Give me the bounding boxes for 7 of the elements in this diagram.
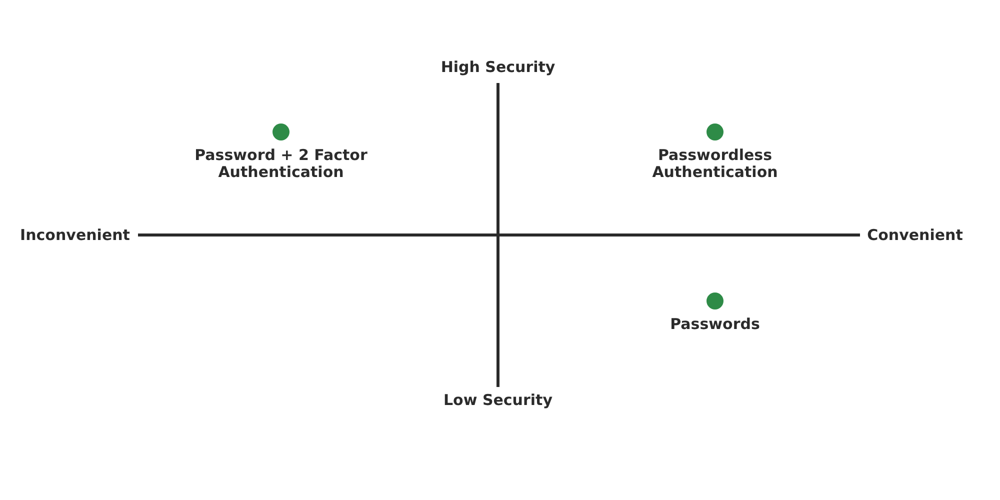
point-label: Passwords: [670, 316, 760, 333]
axis-label: High Security: [440, 59, 556, 76]
axis-label: Low Security: [444, 392, 552, 409]
axis-label: Convenient: [867, 227, 963, 244]
point-label: Passwordless Authentication: [651, 147, 779, 181]
point-label: Password + 2 Factor Authentication: [194, 147, 368, 181]
axis-label: Inconvenient: [20, 227, 130, 244]
